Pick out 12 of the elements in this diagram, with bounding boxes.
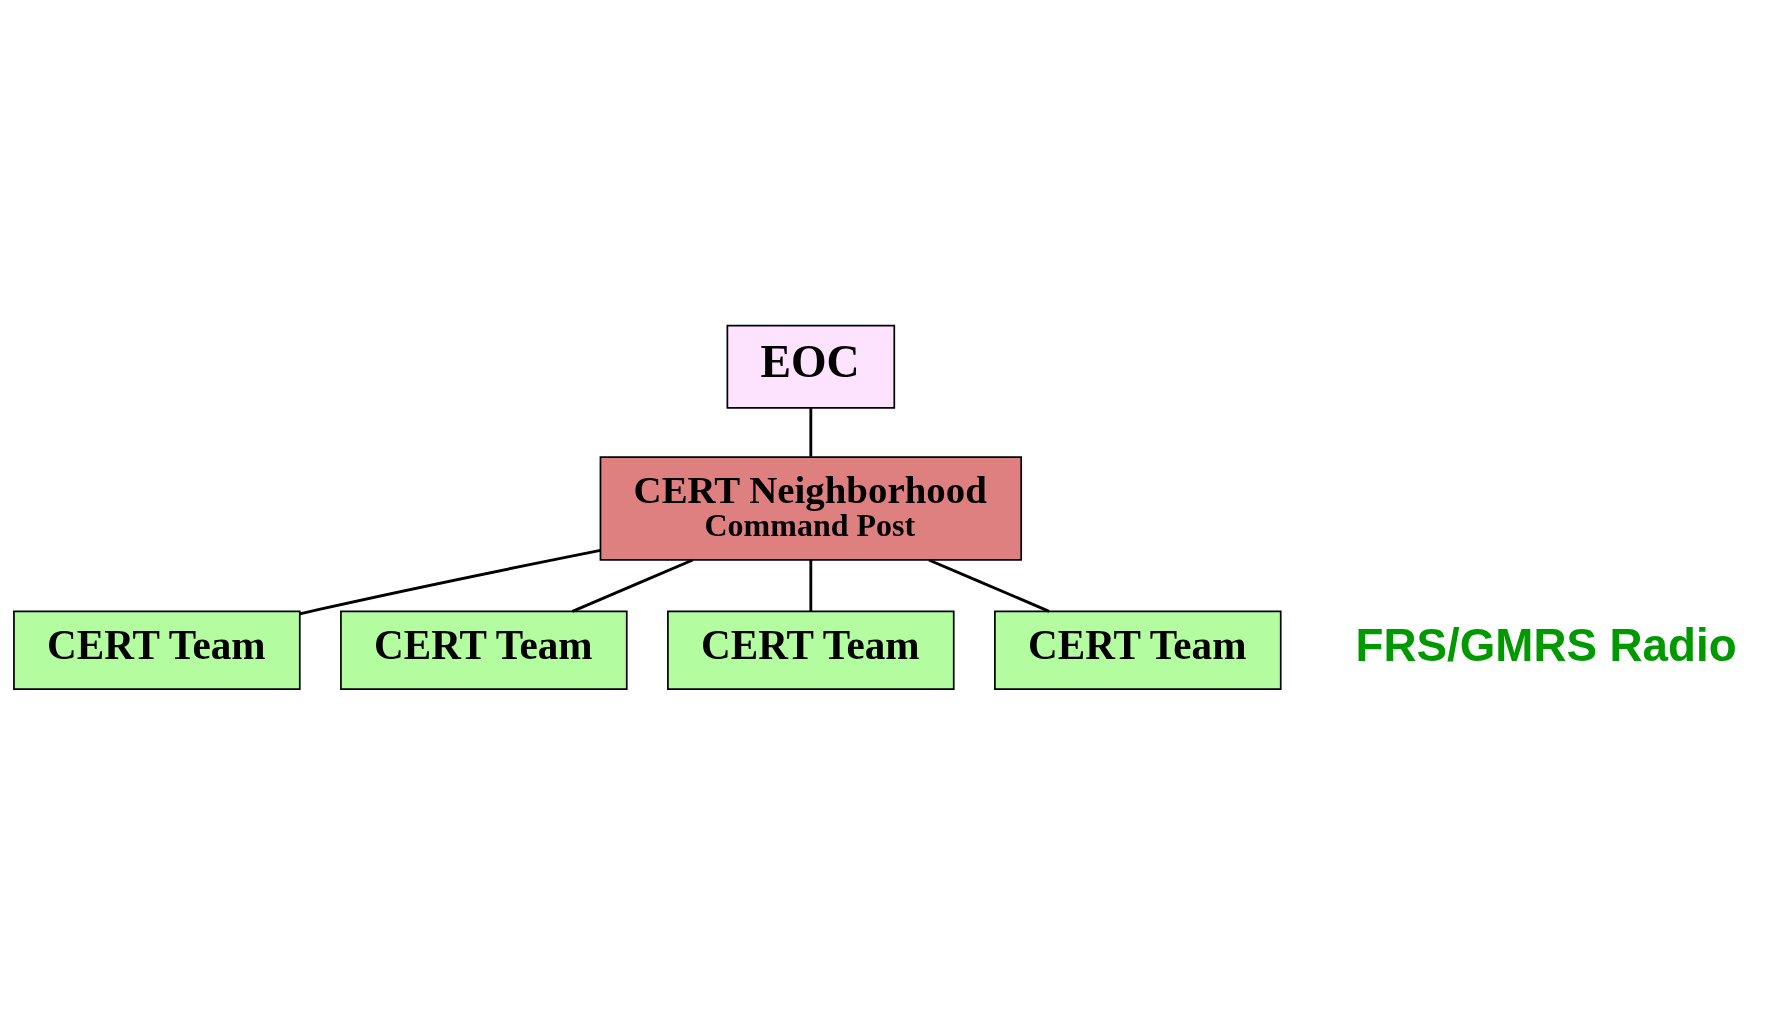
connector [299,548,601,615]
node-box: CERT Team [13,610,301,690]
connector [809,407,813,457]
label: FRS/GMRS Radio [1355,619,1737,671]
node-box: EOC [726,324,896,409]
node-box: CERT Team [340,610,628,690]
node-box: CERT Neighborhood Command Post [599,455,1023,561]
node-box: CERT Team [667,610,955,690]
connector [809,559,813,611]
connector [571,558,694,613]
connector [928,558,1050,613]
node-box: CERT Team [994,610,1282,690]
